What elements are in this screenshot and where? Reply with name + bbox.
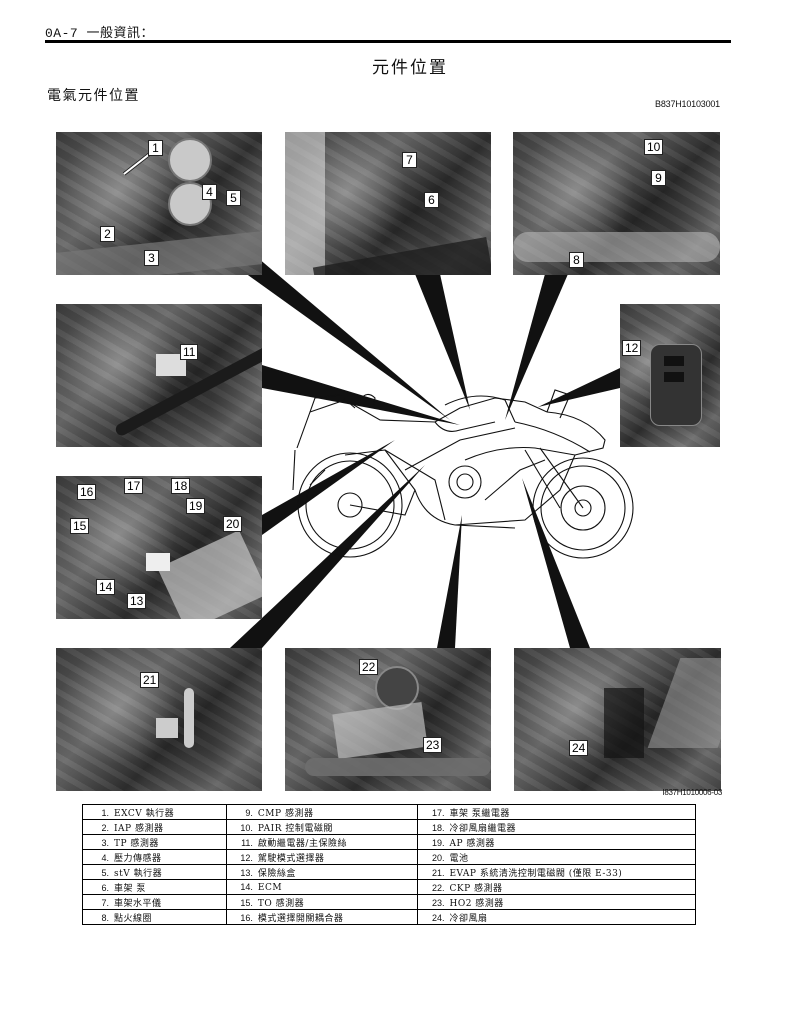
item-label: AP 感測器 <box>449 838 495 849</box>
item-label: CMP 感測器 <box>257 808 314 819</box>
item-number: 22. <box>431 882 445 893</box>
item-label: 電池 <box>449 853 469 864</box>
item-number: 17. <box>431 807 445 818</box>
item-number: 7. <box>101 897 109 908</box>
header-rule <box>45 40 731 43</box>
item-label: TP 感測器 <box>114 838 159 849</box>
item-number: 21. <box>431 867 445 878</box>
callout-8: 8 <box>569 252 584 268</box>
callout-18: 18 <box>171 478 191 494</box>
item-label: 車架 泵繼電器 <box>449 808 510 819</box>
item-label: EVAP 系統清洗控制電磁閥 (僅限 E-33) <box>449 868 623 879</box>
item-label: TO 感測器 <box>257 898 305 909</box>
table-row: 5. stV 執行器 13. 保險絲盒 21. EVAP 系統清洗控制電磁閥 (僅限 … <box>82 864 696 880</box>
item-number: 14. <box>240 881 253 892</box>
callout-24: 24 <box>569 740 589 756</box>
photo-under-seat: 16 17 18 19 15 20 14 13 <box>56 476 262 619</box>
item-number: 19. <box>431 837 445 848</box>
item-number: 18. <box>431 822 445 833</box>
item-number: 24. <box>431 912 445 923</box>
photo-handlebar-switch: 12 <box>620 304 720 447</box>
callout-13: 13 <box>127 593 147 609</box>
callout-14: 14 <box>96 579 116 595</box>
item-label: 啟動繼電器/主保險絲 <box>257 838 347 849</box>
item-label: 冷卻風扇繼電器 <box>449 823 516 834</box>
photo-throttle-body: 1 2 3 4 5 <box>56 132 262 275</box>
photo-ignition-coils: 10 9 8 <box>513 132 720 275</box>
callout-15: 15 <box>70 518 90 534</box>
callout-1: 1 <box>148 140 163 156</box>
item-number: 13. <box>240 867 253 878</box>
item-label: 車架 泵 <box>114 883 146 894</box>
item-label: 壓力傳感器 <box>114 853 162 864</box>
item-label: 車架水平儀 <box>114 898 162 909</box>
table-row: 7. 車架水平儀 15. TO 感測器 23. HO2 感測器 <box>82 894 696 910</box>
callout-12: 12 <box>622 340 642 356</box>
photo-evap-valve: 21 <box>56 648 262 791</box>
callout-22: 22 <box>359 659 379 675</box>
item-label: IAP 感測器 <box>114 823 164 834</box>
item-number: 2. <box>101 822 109 833</box>
item-number: 9. <box>245 807 253 818</box>
item-number: 3. <box>101 837 109 848</box>
table-row: 6. 車架 泵 14. ECM 22. CKP 感測器 <box>82 879 696 895</box>
item-number: 12. <box>240 852 253 863</box>
item-label: 駕駛模式選擇器 <box>257 853 325 864</box>
item-number: 16. <box>240 912 253 923</box>
item-label: CKP 感測器 <box>449 883 503 894</box>
table-row: 2. IAP 感測器 10. PAIR 控制電磁閥 18. 冷卻風扇繼電器 <box>82 819 696 835</box>
item-label: 點火線圈 <box>114 913 153 924</box>
photo-starter-relay: 11 <box>56 304 262 447</box>
callout-17: 17 <box>124 478 144 494</box>
item-label: EXCV 執行器 <box>114 808 175 819</box>
photo-ckp-ho2: 22 23 <box>285 648 491 791</box>
item-number: 23. <box>431 897 445 908</box>
callout-19: 19 <box>186 498 206 514</box>
item-number: 20. <box>431 852 445 863</box>
callout-21: 21 <box>140 672 160 688</box>
table-row: 8. 點火線圈 16. 模式選擇開關耦合器 24. 冷卻風扇 <box>82 909 696 925</box>
figure-code-bottom: I837H1010006-03 <box>662 788 722 797</box>
item-label: ECM <box>257 882 283 893</box>
item-number: 15. <box>240 897 253 908</box>
table-row: 1. EXCV 執行器 9. CMP 感測器 17. 車架 泵繼電器 <box>82 804 696 820</box>
callout-9: 9 <box>651 170 666 186</box>
table-row: 3. TP 感測器 11. 啟動繼電器/主保險絲 19. AP 感測器 <box>82 834 696 850</box>
item-label: 保險絲盒 <box>257 868 296 879</box>
photo-cooling-fan: 24 <box>514 648 721 791</box>
item-number: 5. <box>101 867 109 878</box>
callout-4: 4 <box>202 184 217 200</box>
photo-fuel-pump-area: 7 6 <box>285 132 491 275</box>
page-title: 元件位置 <box>372 58 448 78</box>
item-number: 4. <box>101 852 109 863</box>
item-label: 冷卻風扇 <box>449 913 488 924</box>
item-label: HO2 感測器 <box>449 898 504 909</box>
callout-16: 16 <box>77 484 97 500</box>
item-number: 8. <box>101 912 109 923</box>
item-number: 6. <box>101 882 109 893</box>
item-number: 10. <box>240 822 253 833</box>
callout-20: 20 <box>223 516 243 532</box>
callout-10: 10 <box>644 139 664 155</box>
callout-5: 5 <box>226 190 241 206</box>
item-label: PAIR 控制電磁閥 <box>257 823 333 834</box>
callout-2: 2 <box>100 226 115 242</box>
motorcycle-diagram <box>292 389 634 559</box>
figure-code-top: B837H10103001 <box>655 99 720 109</box>
callout-11: 11 <box>180 344 199 360</box>
item-number: 1. <box>101 807 109 818</box>
callout-6: 6 <box>424 192 439 208</box>
callout-3: 3 <box>144 250 159 266</box>
component-legend-table: 1. EXCV 執行器 9. CMP 感測器 17. 車架 泵繼電器 2. IAP 感測… <box>82 804 696 925</box>
item-number: 11. <box>241 837 253 848</box>
section-heading: 電氣元件位置 <box>47 88 140 104</box>
page-header-ref: 0A-7 一般資訊： <box>45 26 155 41</box>
item-label: 模式選擇開關耦合器 <box>257 913 344 924</box>
callout-23: 23 <box>423 737 443 753</box>
table-row: 4. 壓力傳感器 12. 駕駛模式選擇器 20. 電池 <box>82 849 696 865</box>
callout-7: 7 <box>402 152 417 168</box>
item-label: stV 執行器 <box>114 868 163 879</box>
